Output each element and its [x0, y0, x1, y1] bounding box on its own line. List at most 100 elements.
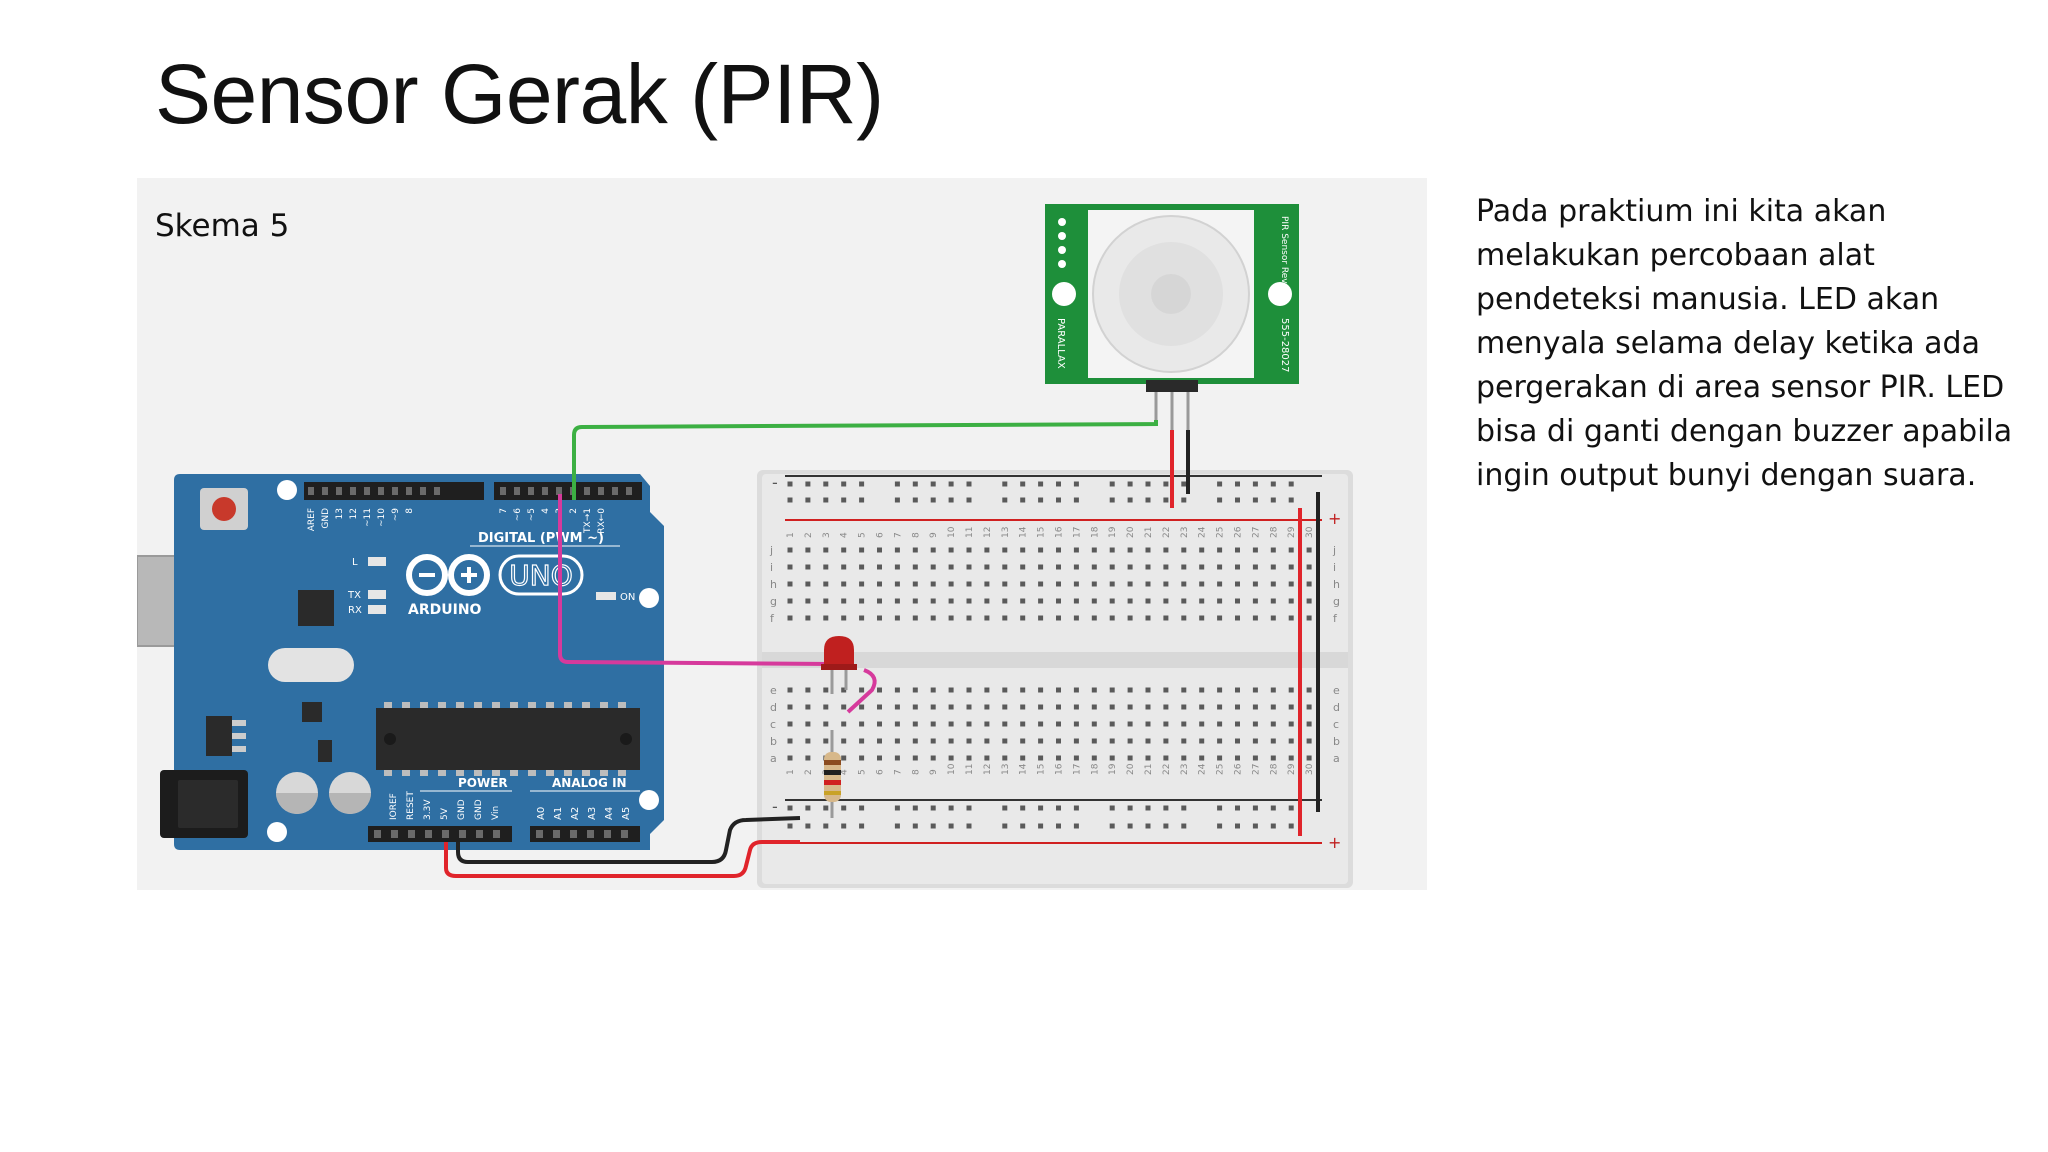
breadboard-hole	[912, 805, 918, 811]
breadboard-hole	[1163, 481, 1169, 487]
breadboard-hole	[1109, 805, 1115, 811]
breadboard-hole	[1235, 497, 1240, 503]
column-number: 1	[786, 769, 796, 775]
breadboard-hole	[787, 805, 793, 811]
column-number: 3	[822, 532, 832, 538]
breadboard-hole	[787, 564, 793, 570]
header-pin	[621, 830, 628, 838]
breadboard-hole	[1020, 615, 1026, 621]
breadboard-holes	[787, 481, 1312, 829]
row-letter: c	[1333, 718, 1339, 731]
row-letter: i	[1333, 561, 1336, 574]
header-pin	[442, 830, 449, 838]
description-text: Pada praktium ini kita akan melakukan pe…	[1476, 194, 2013, 493]
breadboard-hole	[1217, 481, 1223, 487]
breadboard-hole	[1163, 564, 1169, 570]
breadboard-hole	[841, 581, 847, 587]
chip-pin	[510, 770, 518, 776]
header-pin	[604, 830, 611, 838]
digital-pin-label: AREF	[307, 508, 317, 531]
column-number: 22	[1162, 527, 1172, 538]
pir-mount-hole	[1052, 282, 1076, 306]
breadboard-hole	[1002, 615, 1008, 621]
breadboard-hole	[1288, 497, 1294, 503]
header-pin	[322, 487, 328, 495]
breadboard-hole	[1038, 704, 1044, 710]
breadboard-hole	[1038, 564, 1044, 570]
breadboard-hole	[787, 481, 793, 487]
row-letter: j	[1332, 544, 1336, 557]
row-letter: g	[770, 595, 777, 608]
breadboard-hole	[1127, 687, 1133, 693]
breadboard-hole	[1002, 755, 1008, 761]
column-number: 13	[1001, 764, 1011, 775]
analog-pin-label: A4	[604, 807, 615, 820]
breadboard-hole	[1306, 564, 1312, 570]
breadboard-hole	[877, 755, 882, 761]
breadboard-hole	[966, 598, 972, 604]
header-pin	[392, 487, 398, 495]
breadboard-hole	[894, 755, 900, 761]
breadboard-hole	[1002, 598, 1008, 604]
breadboard-hole	[877, 564, 882, 570]
row-letter: d	[1333, 701, 1340, 714]
breadboard-hole	[894, 564, 900, 570]
column-number: 4	[840, 532, 850, 538]
digital-pin-label: ~5	[527, 508, 537, 521]
column-number: 17	[1072, 764, 1082, 775]
breadboard-hole	[1020, 721, 1026, 727]
breadboard-hole	[1145, 704, 1151, 710]
breadboard-hole	[1199, 721, 1205, 727]
breadboard-hole	[1002, 823, 1008, 829]
breadboard-hole	[1091, 564, 1097, 570]
breadboard-hole	[912, 581, 918, 587]
l-led	[368, 557, 386, 566]
bottom-minus-label: -	[772, 797, 778, 816]
chip-pin	[528, 702, 536, 708]
digital-pin-label: 2	[569, 508, 579, 514]
header-pin	[542, 487, 548, 495]
breadboard-hole	[1270, 805, 1276, 811]
breadboard-hole	[1306, 581, 1312, 587]
header-pin	[408, 830, 415, 838]
breadboard-hole	[894, 823, 900, 829]
breadboard-hole	[966, 687, 972, 693]
breadboard-hole	[859, 581, 865, 587]
power-pin-label: GND	[474, 799, 484, 820]
breadboard-hole	[1056, 738, 1061, 744]
breadboard-hole	[1127, 481, 1133, 487]
breadboard-hole	[1056, 687, 1061, 693]
breadboard-hole	[841, 721, 847, 727]
column-number: 24	[1198, 526, 1208, 538]
digital-pin-label: TX→1	[583, 508, 593, 534]
breadboard-hole	[1288, 581, 1294, 587]
breadboard-hole	[859, 564, 865, 570]
breadboard-hole	[1002, 738, 1008, 744]
column-number: 10	[947, 526, 957, 538]
breadboard-hole	[823, 598, 829, 604]
breadboard-hole	[1181, 564, 1187, 570]
breadboard-hole	[859, 704, 865, 710]
breadboard-hole	[1217, 615, 1223, 621]
breadboard-hole	[1288, 704, 1294, 710]
column-number: 2	[804, 769, 814, 775]
column-number: 27	[1251, 764, 1261, 775]
breadboard-hole	[877, 581, 882, 587]
breadboard-hole	[1109, 547, 1115, 553]
breadboard-hole	[894, 547, 900, 553]
breadboard-hole	[1145, 738, 1151, 744]
column-number: 11	[965, 527, 975, 538]
chip-pin	[582, 770, 590, 776]
l-label: L	[352, 557, 358, 568]
arduino-logo	[406, 554, 490, 596]
breadboard-hole	[1020, 823, 1026, 829]
breadboard-hole	[823, 581, 829, 587]
row-letter: f	[770, 612, 775, 625]
breadboard-hole	[1199, 598, 1205, 604]
breadboard-hole	[1270, 721, 1276, 727]
breadboard-hole	[877, 598, 882, 604]
chip-pin	[546, 702, 554, 708]
breadboard-hole	[1199, 738, 1205, 744]
uno-label: UNO	[509, 559, 572, 592]
breadboard-hole	[1056, 547, 1061, 553]
